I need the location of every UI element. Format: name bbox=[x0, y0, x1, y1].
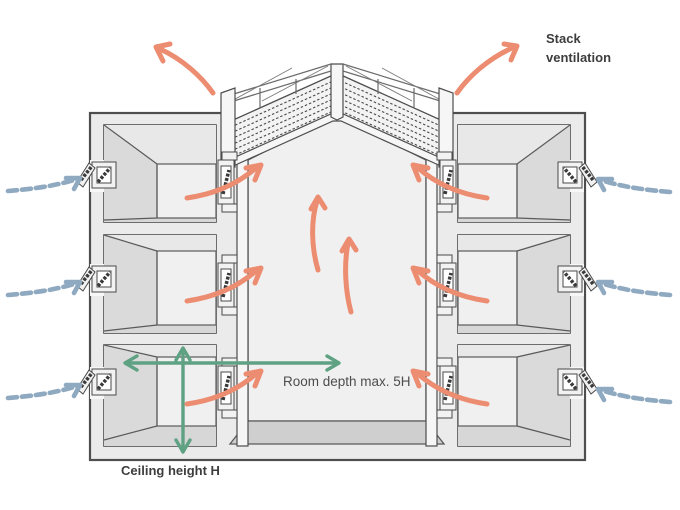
interior-vent-window-icon bbox=[436, 254, 457, 316]
warm-air-arrow-atrium-rise-2 bbox=[339, 236, 359, 315]
cool-air-arrow-right-bottom bbox=[595, 386, 673, 405]
atrium bbox=[228, 115, 446, 447]
right-room-middle bbox=[457, 234, 571, 334]
cool-air-arrow-left-top bbox=[5, 175, 83, 194]
window-open-icon bbox=[76, 160, 117, 192]
left-facade-windows bbox=[76, 160, 117, 399]
right-facade-windows bbox=[557, 160, 598, 399]
warm-air-arrow-room-right-bottom bbox=[410, 368, 490, 407]
right-room-top bbox=[457, 124, 571, 223]
cool-air-arrow-right-top bbox=[595, 176, 673, 195]
window-open-icon bbox=[76, 264, 117, 296]
stack-ventilation-label: Stack ventilation bbox=[546, 31, 612, 65]
cool-air-arrow-left-bottom bbox=[5, 382, 83, 401]
cool-air-arrow-left-middle bbox=[5, 279, 83, 298]
right-room-bottom bbox=[457, 344, 571, 447]
warm-air-arrow-room-left-bottom bbox=[184, 368, 264, 407]
window-open-icon bbox=[76, 367, 117, 399]
dimension-arrow-room-depth bbox=[123, 354, 341, 372]
left-room-top bbox=[103, 124, 217, 223]
cool-air-arrow-right-middle bbox=[595, 279, 673, 298]
warm-air-arrows bbox=[153, 41, 520, 407]
atrium-side-windows bbox=[217, 151, 457, 419]
interior-vent-window-icon bbox=[217, 151, 238, 213]
warm-air-arrow-exhaust-right bbox=[454, 41, 520, 96]
dimension-arrow-ceiling-height bbox=[174, 346, 192, 454]
warm-air-arrow-room-left-middle bbox=[184, 265, 264, 304]
warm-air-arrow-room-left-top bbox=[184, 162, 264, 201]
window-open-icon bbox=[557, 367, 598, 399]
room-depth-label: Room depth max. 5H bbox=[283, 374, 411, 389]
warm-air-arrow-room-right-top bbox=[410, 162, 490, 201]
cool-air-arrows bbox=[5, 175, 673, 405]
interior-vent-window-icon bbox=[217, 254, 238, 316]
left-room-middle bbox=[103, 234, 217, 334]
interior-vent-window-icon bbox=[436, 151, 457, 213]
warm-air-arrow-room-right-middle bbox=[410, 265, 490, 304]
window-open-icon bbox=[557, 264, 598, 296]
ceiling-height-label: Ceiling height H bbox=[121, 463, 220, 478]
warm-air-arrow-exhaust-left bbox=[153, 41, 216, 96]
left-room-bottom bbox=[103, 344, 217, 447]
interior-vent-window-icon bbox=[436, 357, 457, 419]
window-open-icon bbox=[557, 160, 598, 192]
warm-air-arrow-atrium-rise-1 bbox=[308, 194, 328, 273]
